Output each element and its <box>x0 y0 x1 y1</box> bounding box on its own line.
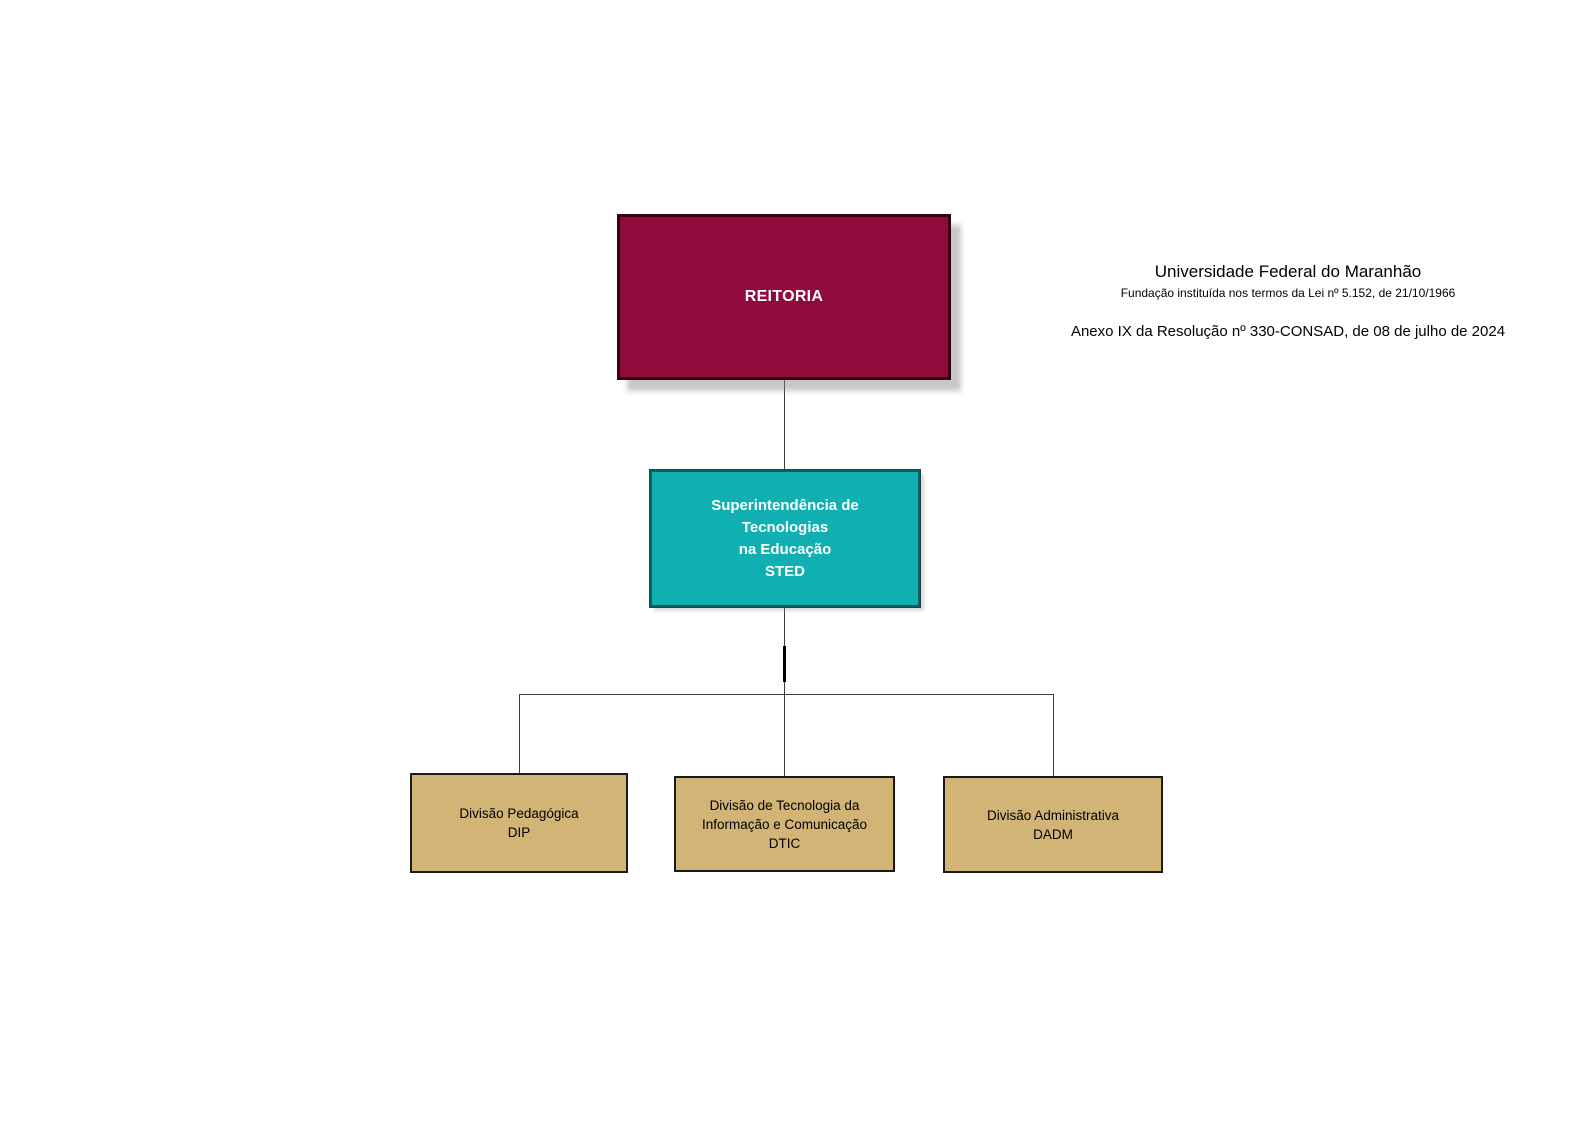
org-box-divisao-pedagogica: Divisão Pedagógica DIP <box>410 773 628 873</box>
connector-branch-to-dip <box>519 694 520 773</box>
university-title: Universidade Federal do Maranhão <box>1154 262 1422 281</box>
org-box-reitoria: REITORIA <box>617 214 951 380</box>
org-box-divisao-pedagogica-label: Divisão Pedagógica DIP <box>459 806 579 840</box>
org-box-sted: Superintendência de Tecnologias na Educa… <box>649 469 921 608</box>
connector-branch-to-dtic <box>784 694 785 776</box>
connector-branch-to-dadm <box>1053 694 1054 776</box>
org-box-divisao-tecnologia-label: Divisão de Tecnologia da Informação e Co… <box>701 797 868 851</box>
connector-reitoria-to-sted <box>784 380 785 470</box>
document-header: Universidade Federal do Maranhão Fundaçã… <box>1053 261 1523 341</box>
org-box-sted-label: Superintendência de Tecnologias na Educa… <box>711 496 859 580</box>
org-box-reitoria-label: REITORIA <box>744 288 824 305</box>
org-box-divisao-administrativa: Divisão Administrativa DADM <box>943 776 1163 873</box>
connector-branch-horizontal <box>519 694 1053 695</box>
foundation-subtitle: Fundação instituída nos termos da Lei nº… <box>1120 286 1456 300</box>
annex-resolution-line: Anexo IX da Resolução nº 330-CONSAD, de … <box>1070 323 1506 340</box>
org-box-divisao-administrativa-label: Divisão Administrativa DADM <box>986 807 1120 842</box>
connector-emphasis-segment <box>783 646 786 682</box>
org-box-divisao-tecnologia: Divisão de Tecnologia da Informação e Co… <box>674 776 895 872</box>
